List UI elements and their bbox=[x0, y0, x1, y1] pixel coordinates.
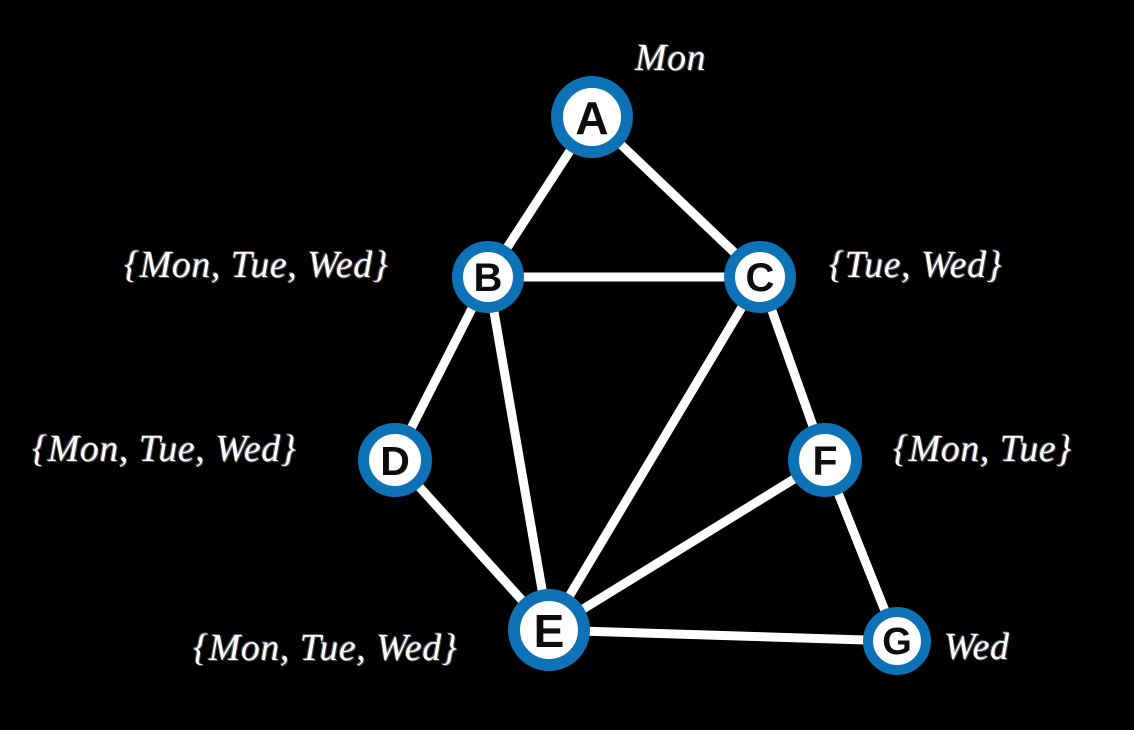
node-circle-a bbox=[551, 76, 633, 158]
domain-label-c: {Tue, Wed} bbox=[829, 244, 1003, 286]
node-circle-f bbox=[788, 423, 862, 497]
domain-label-e: {Mon, Tue, Wed} bbox=[193, 627, 458, 669]
node-circle-e bbox=[508, 589, 590, 671]
domain-label-b: {Mon, Tue, Wed} bbox=[124, 244, 389, 286]
domain-label-d: {Mon, Tue, Wed} bbox=[32, 428, 297, 470]
edge-a-b bbox=[502, 147, 575, 251]
node-letter-e: E bbox=[534, 605, 565, 657]
node-f[interactable]: F bbox=[788, 423, 862, 497]
node-a[interactable]: A bbox=[551, 76, 633, 158]
node-letter-d: D bbox=[380, 438, 410, 484]
domain-label-a: Mon bbox=[635, 37, 707, 79]
edge-e-f bbox=[579, 474, 798, 614]
domain-label-g: Wed bbox=[944, 626, 1010, 668]
node-letter-f: F bbox=[812, 438, 837, 484]
node-circle-c bbox=[724, 241, 796, 313]
node-circle-g bbox=[863, 607, 931, 675]
edge-c-e bbox=[565, 303, 747, 599]
edges-layer bbox=[406, 140, 890, 645]
node-g[interactable]: G bbox=[863, 607, 931, 675]
nodes-layer: A B C D E F G bbox=[358, 76, 931, 675]
node-circle-b bbox=[452, 241, 524, 313]
node-circle-d bbox=[358, 423, 432, 497]
node-c[interactable]: C bbox=[724, 241, 796, 313]
edge-a-c bbox=[617, 140, 739, 257]
node-letter-g: G bbox=[882, 621, 912, 663]
edge-e-g bbox=[587, 626, 866, 645]
edge-d-e bbox=[415, 482, 527, 605]
edge-b-e bbox=[489, 309, 547, 593]
edge-f-g bbox=[833, 490, 890, 613]
node-b[interactable]: B bbox=[452, 241, 524, 313]
edge-b-d bbox=[406, 305, 477, 431]
node-letter-a: A bbox=[575, 92, 608, 144]
node-d[interactable]: D bbox=[358, 423, 432, 497]
node-letter-b: B bbox=[474, 256, 503, 300]
node-letter-c: C bbox=[746, 256, 775, 300]
edge-c-f bbox=[767, 307, 818, 429]
domain-label-f: {Mon, Tue} bbox=[893, 428, 1072, 470]
node-e[interactable]: E bbox=[508, 589, 590, 671]
